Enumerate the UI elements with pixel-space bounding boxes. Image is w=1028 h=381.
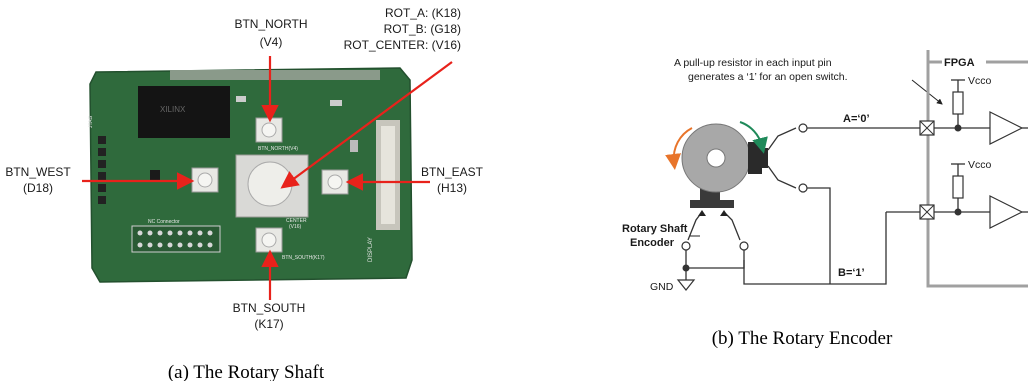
ccw-rotation-arrow [665, 127, 693, 170]
btn-north [255, 117, 283, 143]
svg-text:XILINX: XILINX [160, 105, 186, 114]
vcco-bottom-label: Vcco [968, 159, 992, 171]
signal-b-label: B=‘1’ [838, 267, 865, 279]
svg-text:CENTER: CENTER [286, 218, 307, 224]
btn-south [255, 227, 283, 253]
jtag-header [98, 136, 106, 204]
channel-a [803, 79, 1028, 145]
rot-center-label: ROT_CENTER: (V16) [344, 38, 461, 52]
svg-text:JTAG: JTAG [88, 115, 94, 128]
pullup-resistor-a [952, 91, 964, 115]
btn-west-pin: (D18) [23, 181, 53, 195]
pullup-note-line2: generates a ‘1’ for an open switch. [688, 71, 848, 83]
gnd-label: GND [650, 281, 674, 293]
signal-a-label: A=‘0’ [843, 113, 870, 125]
rot-b-label: ROT_B: (G18) [384, 22, 461, 36]
buffer-b [989, 195, 1024, 229]
btn-west [191, 167, 219, 193]
wire-b [743, 212, 887, 285]
channel-b [886, 163, 1028, 229]
caption-a: (a) The Rotary Shaft [168, 362, 325, 381]
pcb-silkscreen: BTN_NORTH(V4) CENTER (V16) BTN_SOUTH(K17… [88, 115, 374, 262]
gnd-wire [685, 250, 745, 269]
pcb-board: XILINX [89, 67, 413, 283]
fpga-label: FPGA [944, 57, 975, 69]
btn-south-label: BTN_SOUTH [233, 301, 306, 315]
svg-text:BTN_NORTH(V4): BTN_NORTH(V4) [258, 146, 298, 152]
cw-rotation-arrow [739, 121, 768, 154]
rot-a-label: ROT_A: (K18) [385, 6, 461, 20]
btn-east [321, 169, 349, 195]
btn-south-pin: (K17) [254, 317, 283, 331]
btn-east-label: BTN_EAST [421, 165, 484, 179]
fpga-chip [138, 86, 230, 138]
btn-east-pin: (H13) [437, 181, 467, 195]
rotary-shaft-encoder [681, 123, 808, 251]
arrow-rotary [280, 61, 453, 189]
vcco-top-label: Vcco [968, 75, 992, 87]
btn-west-label: BTN_WEST [5, 165, 71, 179]
caption-b: (b) The Rotary Encoder [712, 328, 893, 349]
pullup-note-line1: A pull-up resistor in each input pin [674, 57, 832, 69]
svg-text:DISPLAY: DISPLAY [368, 237, 374, 262]
buffer-a [989, 111, 1024, 145]
pullup-resistor-b [952, 175, 964, 199]
svg-text:NC Connector: NC Connector [148, 219, 180, 225]
svg-text:BTN_SOUTH(K17): BTN_SOUTH(K17) [282, 255, 325, 261]
encoder-label-line2: Encoder [630, 237, 675, 249]
nc-connector [131, 225, 221, 253]
svg-text:(V16): (V16) [289, 224, 302, 230]
btn-north-label: BTN_NORTH [234, 17, 307, 31]
encoder-label-line1: Rotary Shaft [622, 223, 688, 235]
fpga-boundary [926, 50, 1028, 288]
gnd-symbol [676, 279, 696, 291]
btn-north-pin: (V4) [260, 35, 283, 49]
